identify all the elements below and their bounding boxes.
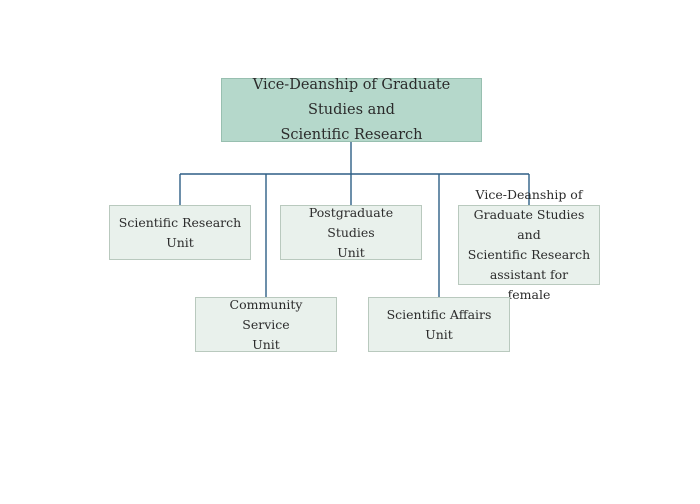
- node-postgraduate-studies-unit: Postgraduate Studies Unit: [280, 205, 422, 260]
- node-vice-deanship-female-assistant: Vice-Deanship of Graduate Studies and Sc…: [458, 187, 600, 302]
- node-scientific-research-unit: Scientific Research Unit: [109, 205, 251, 260]
- root-node-vice-deanship: Vice-Deanship of Graduate Studies and Sc…: [221, 77, 482, 143]
- node-label: Scientific Affairs Unit: [386, 306, 492, 342]
- root-node-label: Vice-Deanship of Graduate Studies and Sc…: [252, 76, 451, 143]
- node-label: Community Service Unit: [229, 296, 303, 352]
- node-scientific-affairs-unit: Scientific Affairs Unit: [368, 297, 510, 352]
- node-label: Postgraduate Studies Unit: [308, 204, 394, 260]
- node-label: Scientific Research Unit: [118, 214, 242, 250]
- node-community-service-unit: Community Service Unit: [195, 297, 337, 352]
- node-label: Vice-Deanship of Graduate Studies and Sc…: [467, 187, 591, 302]
